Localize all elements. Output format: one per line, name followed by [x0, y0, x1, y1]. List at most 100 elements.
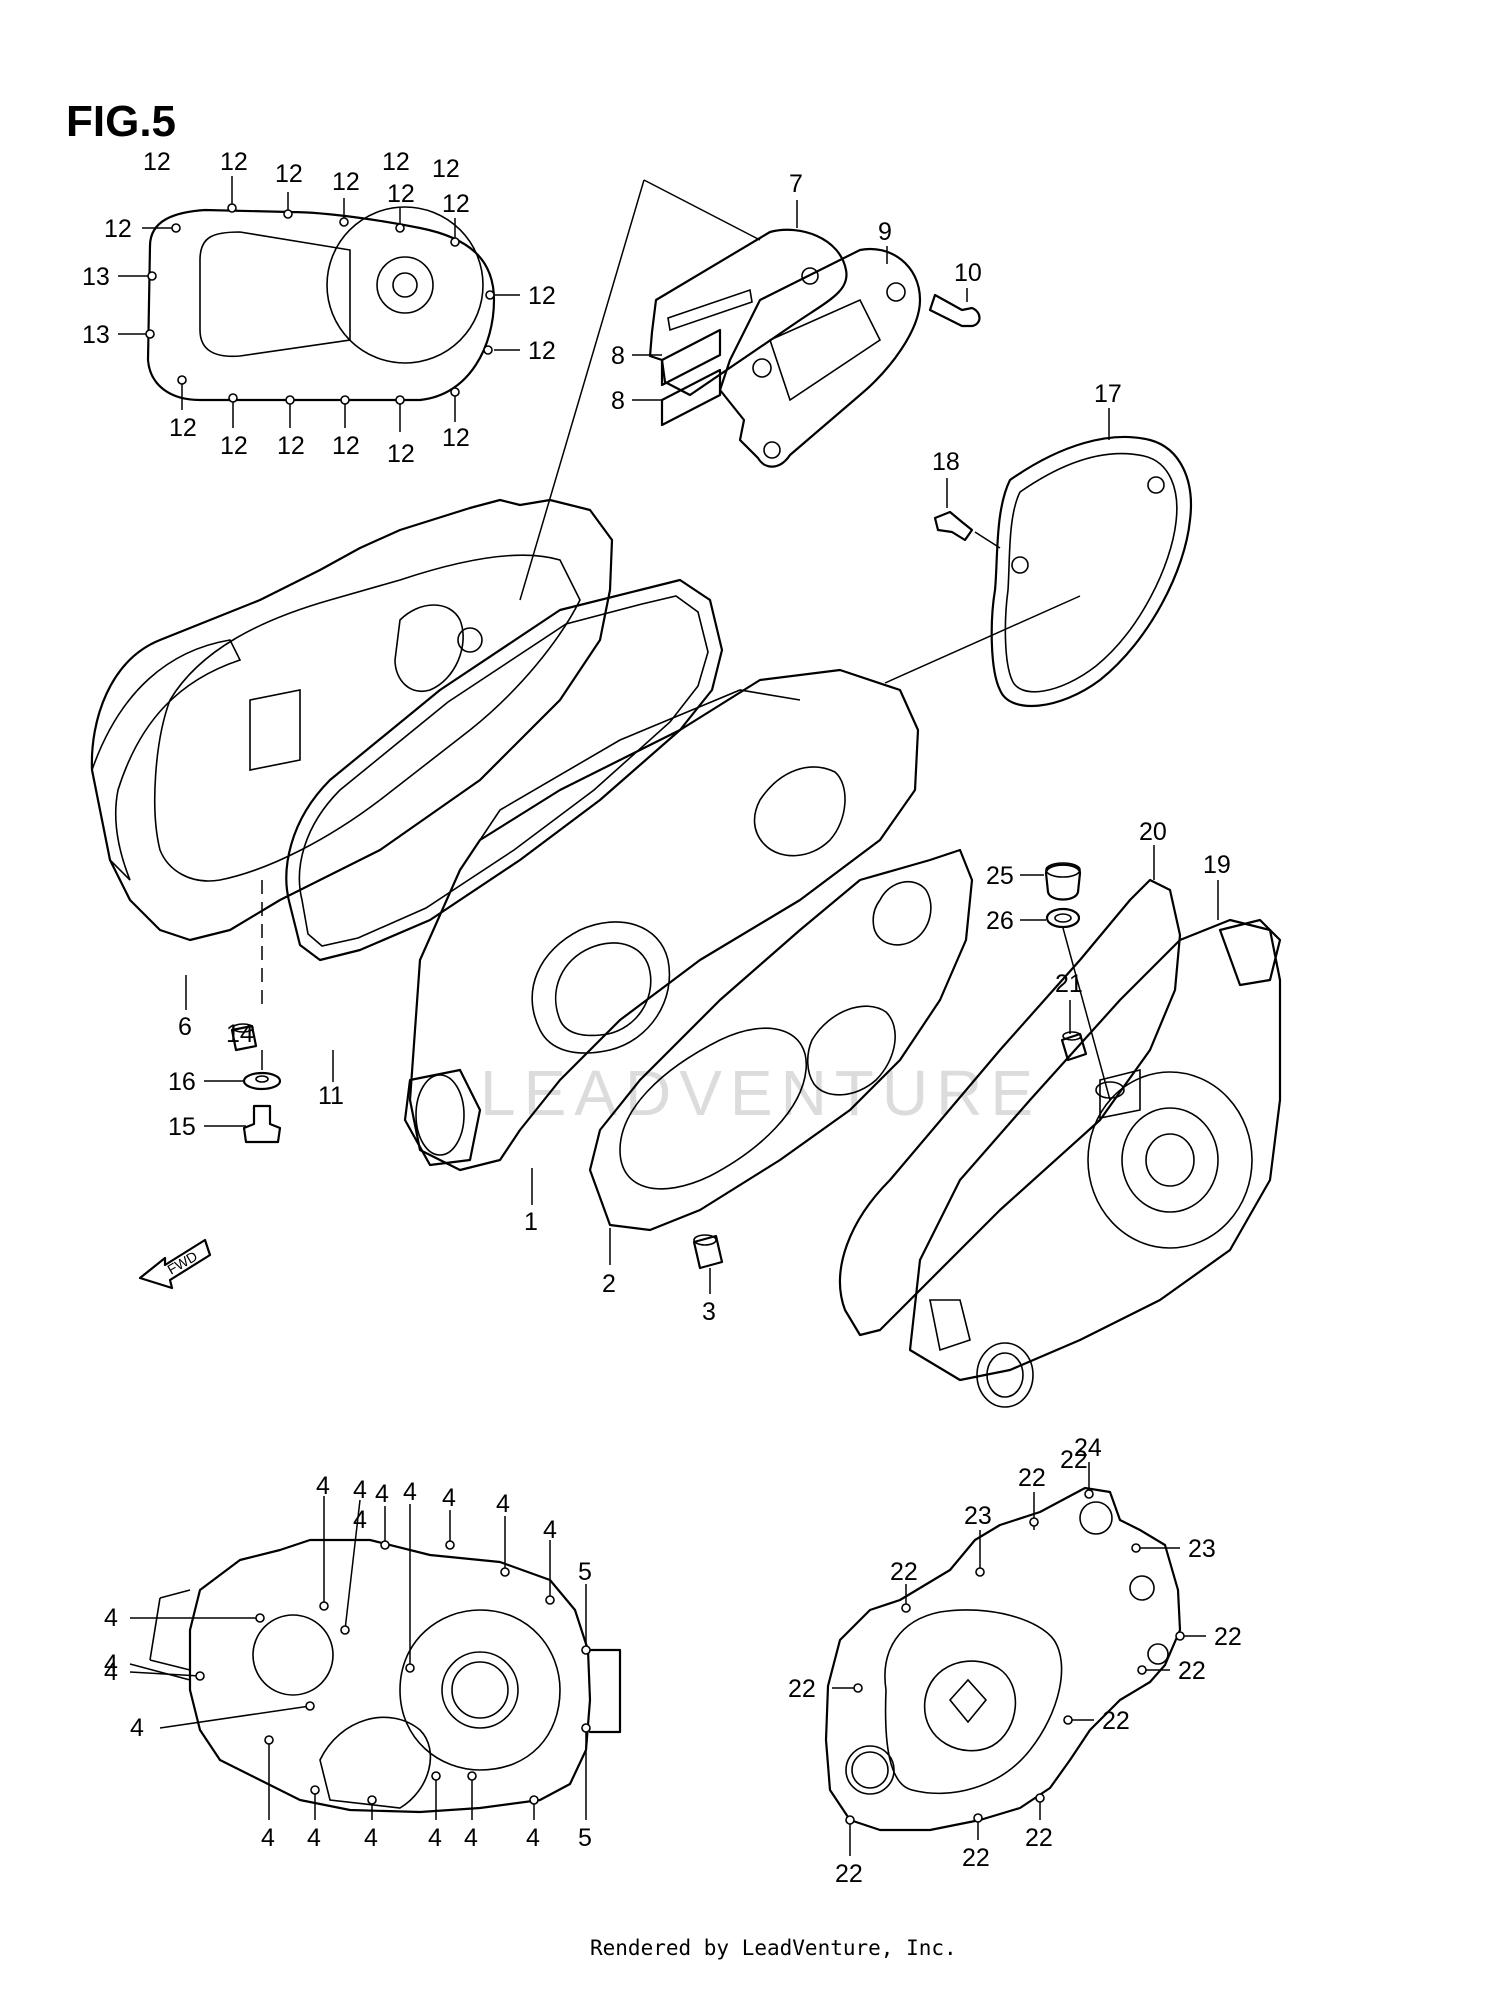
svg-text:1: 1	[524, 1208, 538, 1236]
callout-25: 25	[986, 862, 1044, 890]
svg-text:4: 4	[496, 1490, 510, 1518]
bolt-4-label: 4	[104, 1658, 201, 1686]
screw-10	[928, 293, 981, 328]
cover-plate-17	[990, 435, 1192, 708]
assembly-leader	[884, 595, 1081, 684]
assembly-leader	[643, 179, 761, 241]
svg-text:4: 4	[104, 1658, 118, 1686]
bolt-12-group: 12 12 12 12 12 12 12 12 12 12 12 12 12 1…	[82, 148, 556, 468]
svg-text:10: 10	[954, 259, 982, 287]
bolt-4-label: 4	[307, 1790, 321, 1852]
svg-text:13: 13	[82, 263, 110, 291]
gasket-11	[285, 578, 724, 962]
credit-text: Rendered by LeadVenture, Inc.	[590, 1936, 957, 1960]
bolt-12-label: 12	[442, 390, 470, 452]
svg-text:4: 4	[104, 1604, 118, 1632]
bolt-12-label: 12	[382, 148, 410, 176]
bolt-12-label: 12	[220, 148, 248, 205]
bolt-12-label: 12	[494, 337, 556, 365]
svg-text:22: 22	[835, 1860, 863, 1888]
svg-text:22: 22	[1214, 1623, 1242, 1651]
callout-3: 3	[702, 1268, 716, 1326]
bolt-4-label: 4	[403, 1478, 417, 1668]
seal-plate-8	[660, 328, 722, 427]
bolt-12-label: 12	[494, 282, 556, 310]
svg-text:12: 12	[442, 190, 470, 218]
forward-arrow-icon: FWD	[138, 1238, 212, 1290]
bolt-12-label: 12	[277, 400, 305, 460]
bolt-4-label: 4	[442, 1484, 456, 1545]
svg-text:4: 4	[316, 1472, 330, 1500]
svg-text:22: 22	[1178, 1657, 1206, 1685]
bolt-12-label: 12	[432, 155, 460, 183]
bolt-24-label: 24	[1074, 1434, 1102, 1492]
bolt-22-label: 22	[890, 1558, 918, 1606]
bolt-12-label: 12	[332, 400, 360, 460]
bolt-22-label: 22	[1145, 1657, 1206, 1685]
svg-text:12: 12	[332, 432, 360, 460]
callout-14: 14	[226, 1020, 254, 1048]
generator-cover-19	[908, 918, 1282, 1408]
bolt-4-label: 4	[261, 1740, 275, 1852]
svg-text:12: 12	[442, 424, 470, 452]
outer-clutch-cover-6	[90, 498, 614, 942]
svg-text:5: 5	[578, 1558, 592, 1586]
svg-text:13: 13	[82, 321, 110, 349]
svg-text:4: 4	[261, 1824, 275, 1852]
bolt-12-label: 12	[387, 180, 415, 226]
svg-text:23: 23	[1188, 1535, 1216, 1563]
svg-text:12: 12	[220, 432, 248, 460]
svg-text:2: 2	[602, 1270, 616, 1298]
bolt-holes	[195, 1540, 591, 1805]
svg-text:4: 4	[442, 1484, 456, 1512]
gasket-2	[588, 848, 974, 1232]
svg-text:11: 11	[318, 1082, 344, 1110]
svg-text:4: 4	[307, 1824, 321, 1852]
svg-text:18: 18	[932, 448, 960, 476]
bolt-12-label: 12	[442, 190, 470, 240]
bolt-22-label: 22	[788, 1675, 856, 1703]
callout-2: 2	[602, 1228, 616, 1298]
svg-text:4: 4	[464, 1824, 478, 1852]
bolt-22-label: 22	[1182, 1623, 1242, 1651]
bolt-4-label: 4	[130, 1705, 311, 1742]
bolt-23-label: 23	[1138, 1535, 1216, 1563]
bolt-13-label: 13	[82, 263, 152, 291]
svg-text:4: 4	[403, 1478, 417, 1506]
bolt-22-label: 22	[1018, 1464, 1046, 1520]
bolt-12-label: 12	[387, 400, 415, 468]
svg-text:20: 20	[1139, 818, 1167, 846]
dowel-14	[230, 1023, 258, 1052]
svg-text:22: 22	[1102, 1707, 1130, 1735]
air-guide-plate-7	[648, 228, 848, 397]
svg-text:12: 12	[332, 168, 360, 196]
dowel-21	[1060, 1031, 1088, 1062]
svg-text:8: 8	[611, 342, 625, 370]
svg-text:16: 16	[168, 1068, 196, 1096]
bolt-13-label: 13	[82, 321, 150, 349]
svg-text:3: 3	[702, 1298, 716, 1326]
svg-text:4: 4	[526, 1824, 540, 1852]
svg-text:4: 4	[104, 1650, 118, 1678]
bolt-23-label: 23	[964, 1502, 992, 1570]
svg-text:12: 12	[275, 160, 303, 188]
callout-18: 18	[932, 448, 960, 508]
bolt-22-label: 22	[1025, 1800, 1053, 1852]
svg-text:4: 4	[364, 1824, 378, 1852]
svg-text:12: 12	[528, 337, 556, 365]
svg-text:4: 4	[428, 1824, 442, 1852]
watermark: LEADVENTURE	[480, 1057, 1041, 1129]
bolt-holes	[845, 1489, 1185, 1825]
outer-cover-bolt-view	[146, 206, 496, 402]
callout-26: 26	[986, 907, 1046, 935]
callout-19: 19	[1203, 851, 1231, 920]
assembly-leader	[974, 531, 1001, 549]
callout-1: 1	[524, 1168, 538, 1236]
generator-bolt-view	[824, 1486, 1182, 1832]
svg-text:12: 12	[169, 414, 197, 442]
bolt-4-label: 4	[428, 1776, 442, 1852]
assembly-leader	[1062, 927, 1111, 1101]
svg-text:9: 9	[878, 218, 892, 246]
bolt-holes	[145, 203, 495, 405]
